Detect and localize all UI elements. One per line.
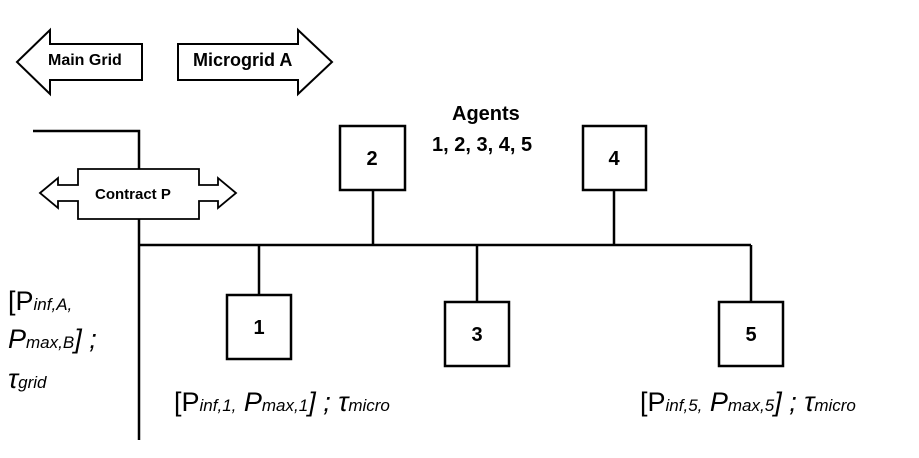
agent5-formula-close: ] ; (774, 387, 805, 417)
grid-formula-max-sub: max,B (26, 333, 75, 352)
grid-formula-line3: τgrid (8, 366, 46, 393)
agent1-formula: [Pinf,1, Pmax,1] ; τmicro (174, 389, 390, 416)
agent5-formula-pmax: P (702, 387, 728, 417)
agent1-formula-inf-sub: inf,1, (199, 396, 237, 415)
agent1-formula-tau: τ (338, 387, 349, 417)
grid-formula-open: [P (8, 286, 34, 316)
contract-label: Contract P (95, 186, 171, 203)
grid-formula-pmax: P (8, 324, 27, 354)
agent5-formula-tau: τ (804, 387, 815, 417)
agent5-formula: [Pinf,5, Pmax,5] ; τmicro (640, 389, 856, 416)
agent-box-1 (225, 293, 293, 361)
grid-formula-line2: Pmax,B] ; (8, 326, 97, 353)
grid-feed-line (33, 129, 141, 169)
agents-title: Agents (452, 103, 520, 125)
agent-label-3: 3 (471, 324, 483, 346)
agent5-formula-inf-sub: inf,5, (665, 396, 703, 415)
agent1-formula-max-sub: max,1 (261, 396, 309, 415)
agent-box-3 (443, 300, 511, 368)
agent-label-5: 5 (745, 324, 757, 346)
agent-box-5 (717, 300, 785, 368)
agent1-formula-open: [P (174, 387, 200, 417)
agent-box-2 (338, 124, 407, 192)
contract-arrow (38, 168, 238, 220)
agent1-formula-close: ] ; (308, 387, 339, 417)
agents-list: 1, 2, 3, 4, 5 (432, 134, 533, 156)
microgrid-label: Microgrid A (193, 50, 293, 70)
agent5-formula-tau-sub: micro (814, 396, 856, 415)
agent1-formula-tau-sub: micro (348, 396, 390, 415)
microgrid-arrow (177, 27, 334, 97)
agent5-formula-open: [P (640, 387, 666, 417)
agent-label-2: 2 (366, 148, 378, 170)
grid-formula-close: ] ; (74, 324, 97, 354)
grid-formula-tau: τ (8, 364, 19, 394)
agent5-formula-max-sub: max,5 (727, 396, 775, 415)
agent-label-4: 4 (608, 148, 620, 170)
grid-formula-tau-sub: grid (18, 373, 47, 392)
agent-label-1: 1 (253, 317, 265, 339)
agent1-formula-pmax: P (236, 387, 262, 417)
grid-formula-line1: [Pinf,A, (8, 288, 72, 315)
main-grid-label: Main Grid (48, 52, 122, 69)
grid-formula-inf-sub: inf,A, (33, 295, 73, 314)
main-grid-arrow (15, 27, 143, 97)
agent-box-4 (581, 124, 648, 192)
